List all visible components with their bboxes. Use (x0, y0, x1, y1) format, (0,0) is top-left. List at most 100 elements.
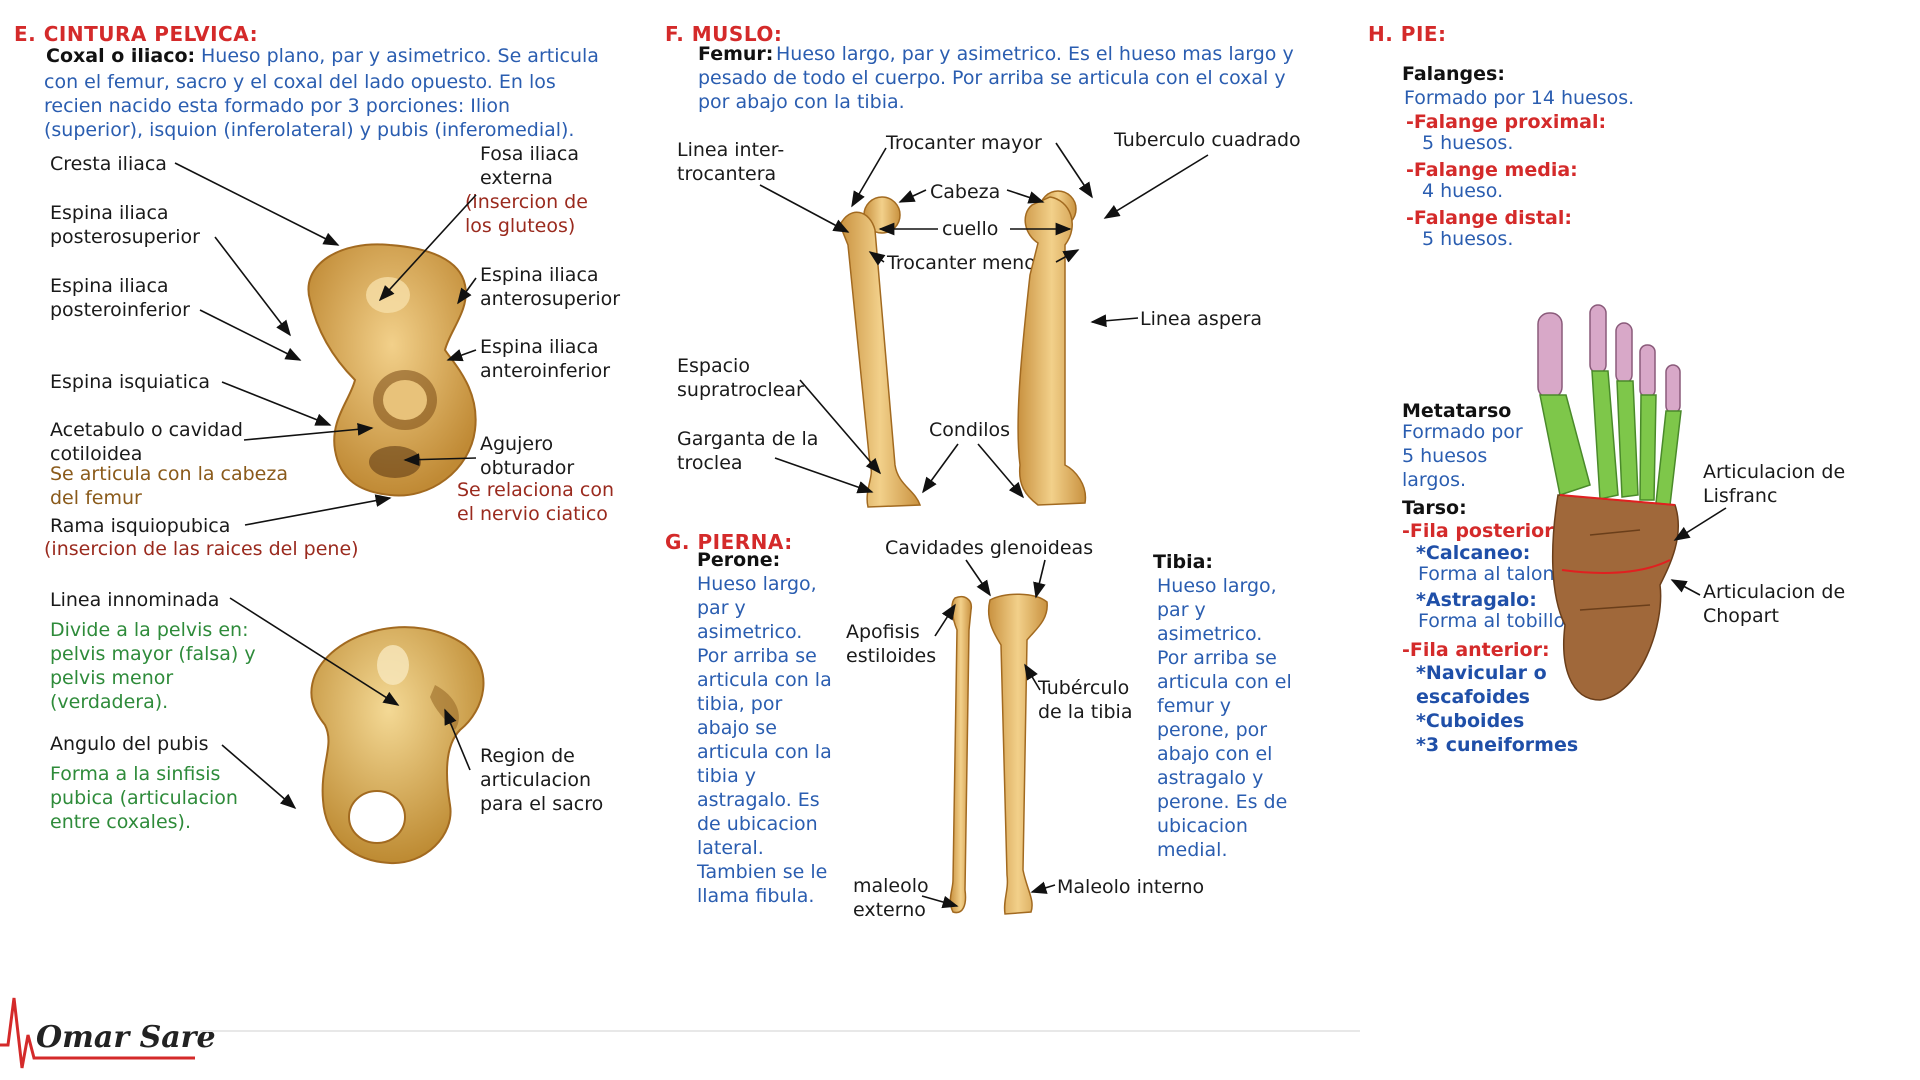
heartbeat-icon (0, 997, 195, 1069)
acetabulo-note-1: Se articula con la cabeza (50, 463, 288, 485)
tibia-text-line: perone. Es de (1157, 791, 1288, 813)
metatarso-text-line: 5 huesos (1402, 445, 1488, 467)
falanges-label: Falanges: (1402, 63, 1505, 85)
label-tuberculo-2: de la tibia (1038, 701, 1133, 723)
falange-media-text: 4 hueso. (1422, 180, 1504, 202)
perone-text-line: Hueso largo, (697, 573, 817, 595)
label-espina-ps-1: Espina iliaca (50, 202, 169, 224)
label-tuberculo-cuadrado: Tuberculo cuadrado (1114, 129, 1301, 151)
label-tuberculo-1: Tubérculo (1038, 677, 1130, 699)
label-cuello: cuello (942, 218, 999, 240)
navicular-label-2: escafoides (1416, 686, 1530, 708)
label-region-3: para el sacro (480, 793, 604, 815)
perone-label: Perone: (697, 549, 781, 571)
label-maleolo-interno: Maleolo interno (1057, 876, 1205, 898)
astragalo-text: Forma al tobillo. (1418, 610, 1571, 632)
label-espina-isquiatica: Espina isquiatica (50, 371, 210, 393)
label-acetabulo-2: cotiloidea (50, 443, 143, 465)
falanges-text: Formado por 14 huesos. (1404, 87, 1635, 109)
falange-media: -Falange media: (1406, 159, 1578, 181)
linea-inn-note-1: Divide a la pelvis en: (50, 619, 249, 641)
label-cresta-iliaca: Cresta iliaca (50, 153, 167, 175)
perone-text-line: par y (697, 597, 746, 619)
label-chopart-1: Articulacion de (1703, 581, 1846, 603)
falange-distal-text: 5 huesos. (1422, 228, 1514, 250)
falange-proximal: -Falange proximal: (1406, 111, 1607, 133)
coxal-text-3: recien nacido esta formado por 3 porcion… (44, 95, 511, 117)
label-lisfranc-1: Articulacion de (1703, 461, 1846, 483)
label-cabeza: Cabeza (930, 181, 1001, 203)
label-espacio-1: Espacio (677, 355, 750, 377)
label-trocanter-mayor: Trocanter mayor (886, 132, 1042, 154)
label-apofisis-1: Apofisis (846, 621, 920, 643)
signature: Omar Sare (36, 1020, 216, 1055)
perone-text-line: tibia, por (697, 693, 783, 715)
section-f-title: F. MUSLO: (665, 22, 783, 46)
label-cavidades-glenoideas: Cavidades glenoideas (885, 537, 1094, 559)
linea-inn-note-2: pelvis mayor (falsa) y (50, 643, 256, 665)
hip-bone-icon (310, 626, 485, 865)
section-e-title: E. CINTURA PELVICA: (14, 22, 259, 46)
tibia-text-line: perone, por (1157, 719, 1268, 741)
label-linea-inter-2: trocantera (677, 163, 777, 185)
coxal-text-2: con el femur, sacro y el coxal del lado … (44, 71, 556, 93)
coxal-text-4: (superior), isquion (inferolateral) y pu… (44, 119, 575, 141)
label-agujero-2: obturador (480, 457, 575, 479)
angulo-note-1: Forma a la sinfisis (50, 763, 221, 785)
label-linea-aspera: Linea aspera (1140, 308, 1263, 330)
perone-text-line: de ubicacion (697, 813, 818, 835)
label-region-2: articulacion (480, 769, 591, 791)
foot-bones-icon (1537, 304, 1682, 701)
femur-text-1: Hueso largo, par y asimetrico. Es el hue… (776, 43, 1294, 65)
calcaneo-label: *Calcaneo: (1416, 542, 1531, 564)
label-fosa-2: externa (480, 167, 553, 189)
coxal-text-1: Hueso plano, par y asimetrico. Se articu… (201, 45, 599, 67)
angulo-note-2: pubica (articulacion (50, 787, 238, 809)
fosa-note-1: (insercion de (465, 191, 588, 213)
femur-icon (839, 190, 1087, 508)
label-garganta-2: troclea (677, 452, 743, 474)
metatarso-text-line: largos. (1402, 469, 1467, 491)
coxal-label: Coxal o iliaco: (46, 45, 196, 67)
cuboides-label: *Cuboides (1416, 710, 1525, 732)
label-garganta-1: Garganta de la (677, 428, 819, 450)
label-espacio-2: supratroclear (677, 379, 804, 401)
footer-divider (200, 1030, 1360, 1032)
tibia-text-line: ubicacion (1157, 815, 1248, 837)
perone-text-line: lateral. (697, 837, 764, 859)
calcaneo-text: Forma al talon. (1418, 563, 1561, 585)
acetabulo-note-2: del femur (50, 487, 142, 509)
label-espina-ai-1: Espina iliaca (480, 336, 599, 358)
label-maleolo-externo-2: externo (853, 899, 926, 921)
perone-text-line: astragalo. Es (697, 789, 820, 811)
femur-text-2: pesado de todo el cuerpo. Por arriba se … (698, 67, 1286, 89)
navicular-label-1: *Navicular o (1416, 662, 1547, 684)
falange-distal: -Falange distal: (1406, 207, 1572, 229)
label-fosa-1: Fosa iliaca (480, 143, 580, 165)
angulo-note-3: entre coxales). (50, 811, 191, 833)
tibia-text-line: Hueso largo, (1157, 575, 1277, 597)
metatarso-label: Metatarso (1402, 400, 1512, 422)
perone-text-line: abajo se (697, 717, 777, 739)
tibia-label: Tibia: (1153, 551, 1214, 573)
label-rama-isquiopubica: Rama isquiopubica (50, 515, 231, 537)
metatarso-text-line: Formado por (1402, 421, 1523, 443)
section-g-title: G. PIERNA: (665, 530, 793, 554)
tibia-text-line: Por arriba se (1157, 647, 1277, 669)
agujero-note-2: el nervio ciatico (457, 503, 608, 525)
label-espina-as-1: Espina iliaca (480, 264, 599, 286)
astragalo-label: *Astragalo: (1416, 589, 1537, 611)
tibia-text-line: femur y (1157, 695, 1232, 717)
label-condilos: Condilos (929, 419, 1011, 441)
agujero-note-1: Se relaciona con (457, 479, 614, 501)
label-espina-ps-2: posterosuperior (50, 226, 200, 248)
linea-inn-note-3: pelvis menor (50, 667, 174, 689)
label-espina-ai-2: anteroinferior (480, 360, 611, 382)
label-apofisis-2: estiloides (846, 645, 937, 667)
tibia-text-line: abajo con el (1157, 743, 1273, 765)
tibia-text-line: articula con el (1157, 671, 1292, 693)
falange-proximal-text: 5 huesos. (1422, 132, 1514, 154)
section-h-title: H. PIE: (1368, 22, 1447, 46)
